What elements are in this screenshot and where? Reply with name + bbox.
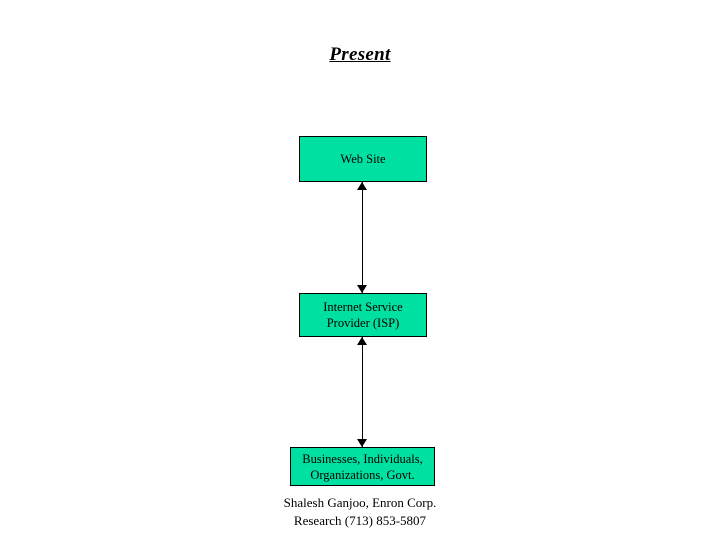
page-title: Present: [329, 44, 391, 65]
node-businesses-individuals[interactable]: Businesses, Individuals,Organizations, G…: [290, 447, 435, 486]
connector-website-isp: [362, 182, 363, 293]
node-web-site-label: Web Site: [340, 152, 386, 166]
arrowhead-up-to-website: [357, 182, 367, 190]
credit-line-2: Research (713) 853-5807: [293, 513, 427, 529]
credit-block: Shalesh Ganjoo, Enron Corp. Research (71…: [0, 494, 720, 530]
node-web-site[interactable]: Web Site: [299, 136, 427, 182]
credit-line-1: Shalesh Ganjoo, Enron Corp.: [283, 495, 437, 510]
arrowhead-down-to-users: [357, 439, 367, 447]
arrowhead-up-to-isp: [357, 337, 367, 345]
connector-isp-users: [362, 337, 363, 447]
arrowhead-down-to-isp: [357, 285, 367, 293]
node-users-label: Businesses, Individuals,Organizations, G…: [302, 451, 423, 482]
